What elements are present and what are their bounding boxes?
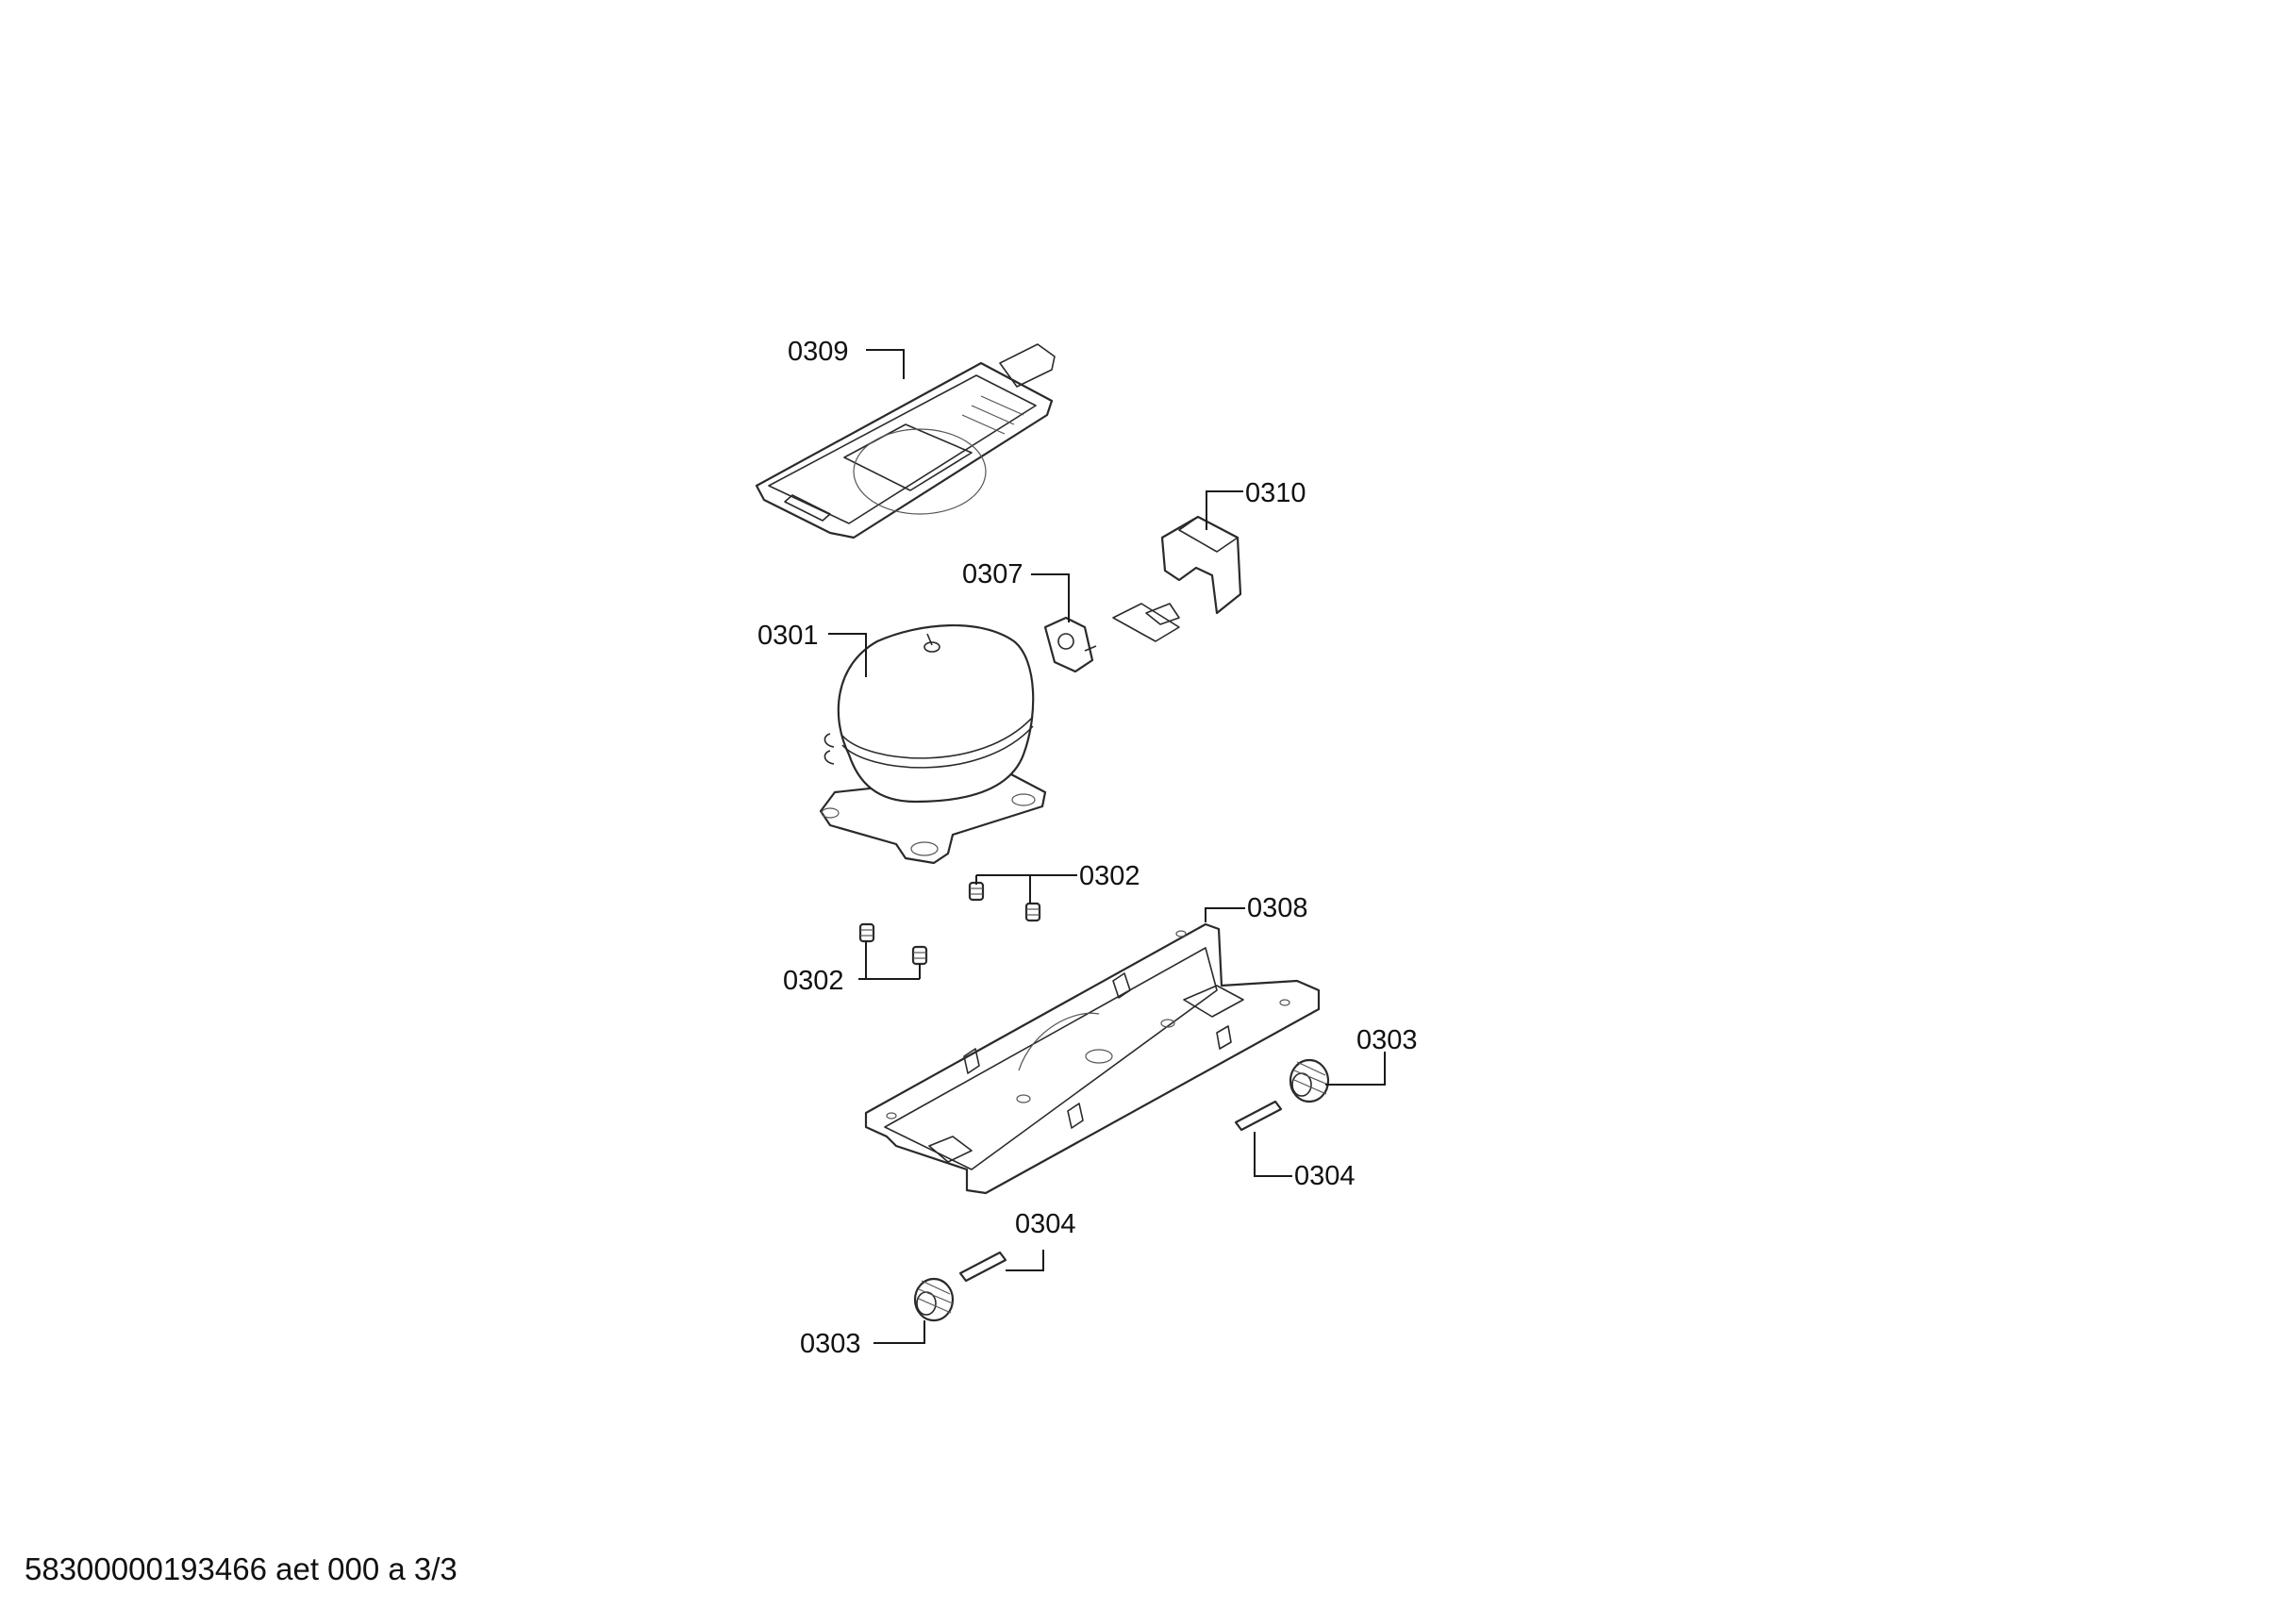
- part-0308-baseplate: [864, 922, 1321, 1195]
- label-0302-right: 0302: [1079, 861, 1140, 891]
- document-id-footer: 58300000193466 aet 000 a 3/3: [25, 1551, 458, 1586]
- part-0309-tray: [755, 343, 1056, 539]
- label-0307: 0307: [962, 559, 1023, 589]
- label-0304-left: 0304: [1015, 1209, 1076, 1239]
- label-0310: 0310: [1245, 478, 1306, 508]
- label-0301: 0301: [757, 621, 819, 651]
- label-0309: 0309: [788, 337, 849, 367]
- part-0303-foot-right: [1289, 1058, 1330, 1103]
- label-0304-right: 0304: [1294, 1161, 1356, 1191]
- leader-lines: [828, 349, 1386, 1344]
- label-0308: 0308: [1247, 893, 1308, 923]
- part-0310-cover: [1112, 515, 1242, 642]
- label-0303-right: 0303: [1356, 1025, 1418, 1055]
- label-0303-left: 0303: [800, 1329, 861, 1359]
- part-0303-foot-left: [913, 1277, 955, 1322]
- part-0307-relay: [1043, 616, 1097, 673]
- part-0301-compressor: [819, 623, 1047, 865]
- part-labels: 0309 0310 0307 0301 0302 0302 0308 0303 …: [757, 337, 1418, 1359]
- label-0302-left: 0302: [783, 966, 844, 996]
- part-0302-grommets: [858, 881, 1041, 966]
- part-0304-pin-right: [1234, 1100, 1283, 1132]
- part-0304-pin-left: [958, 1251, 1007, 1283]
